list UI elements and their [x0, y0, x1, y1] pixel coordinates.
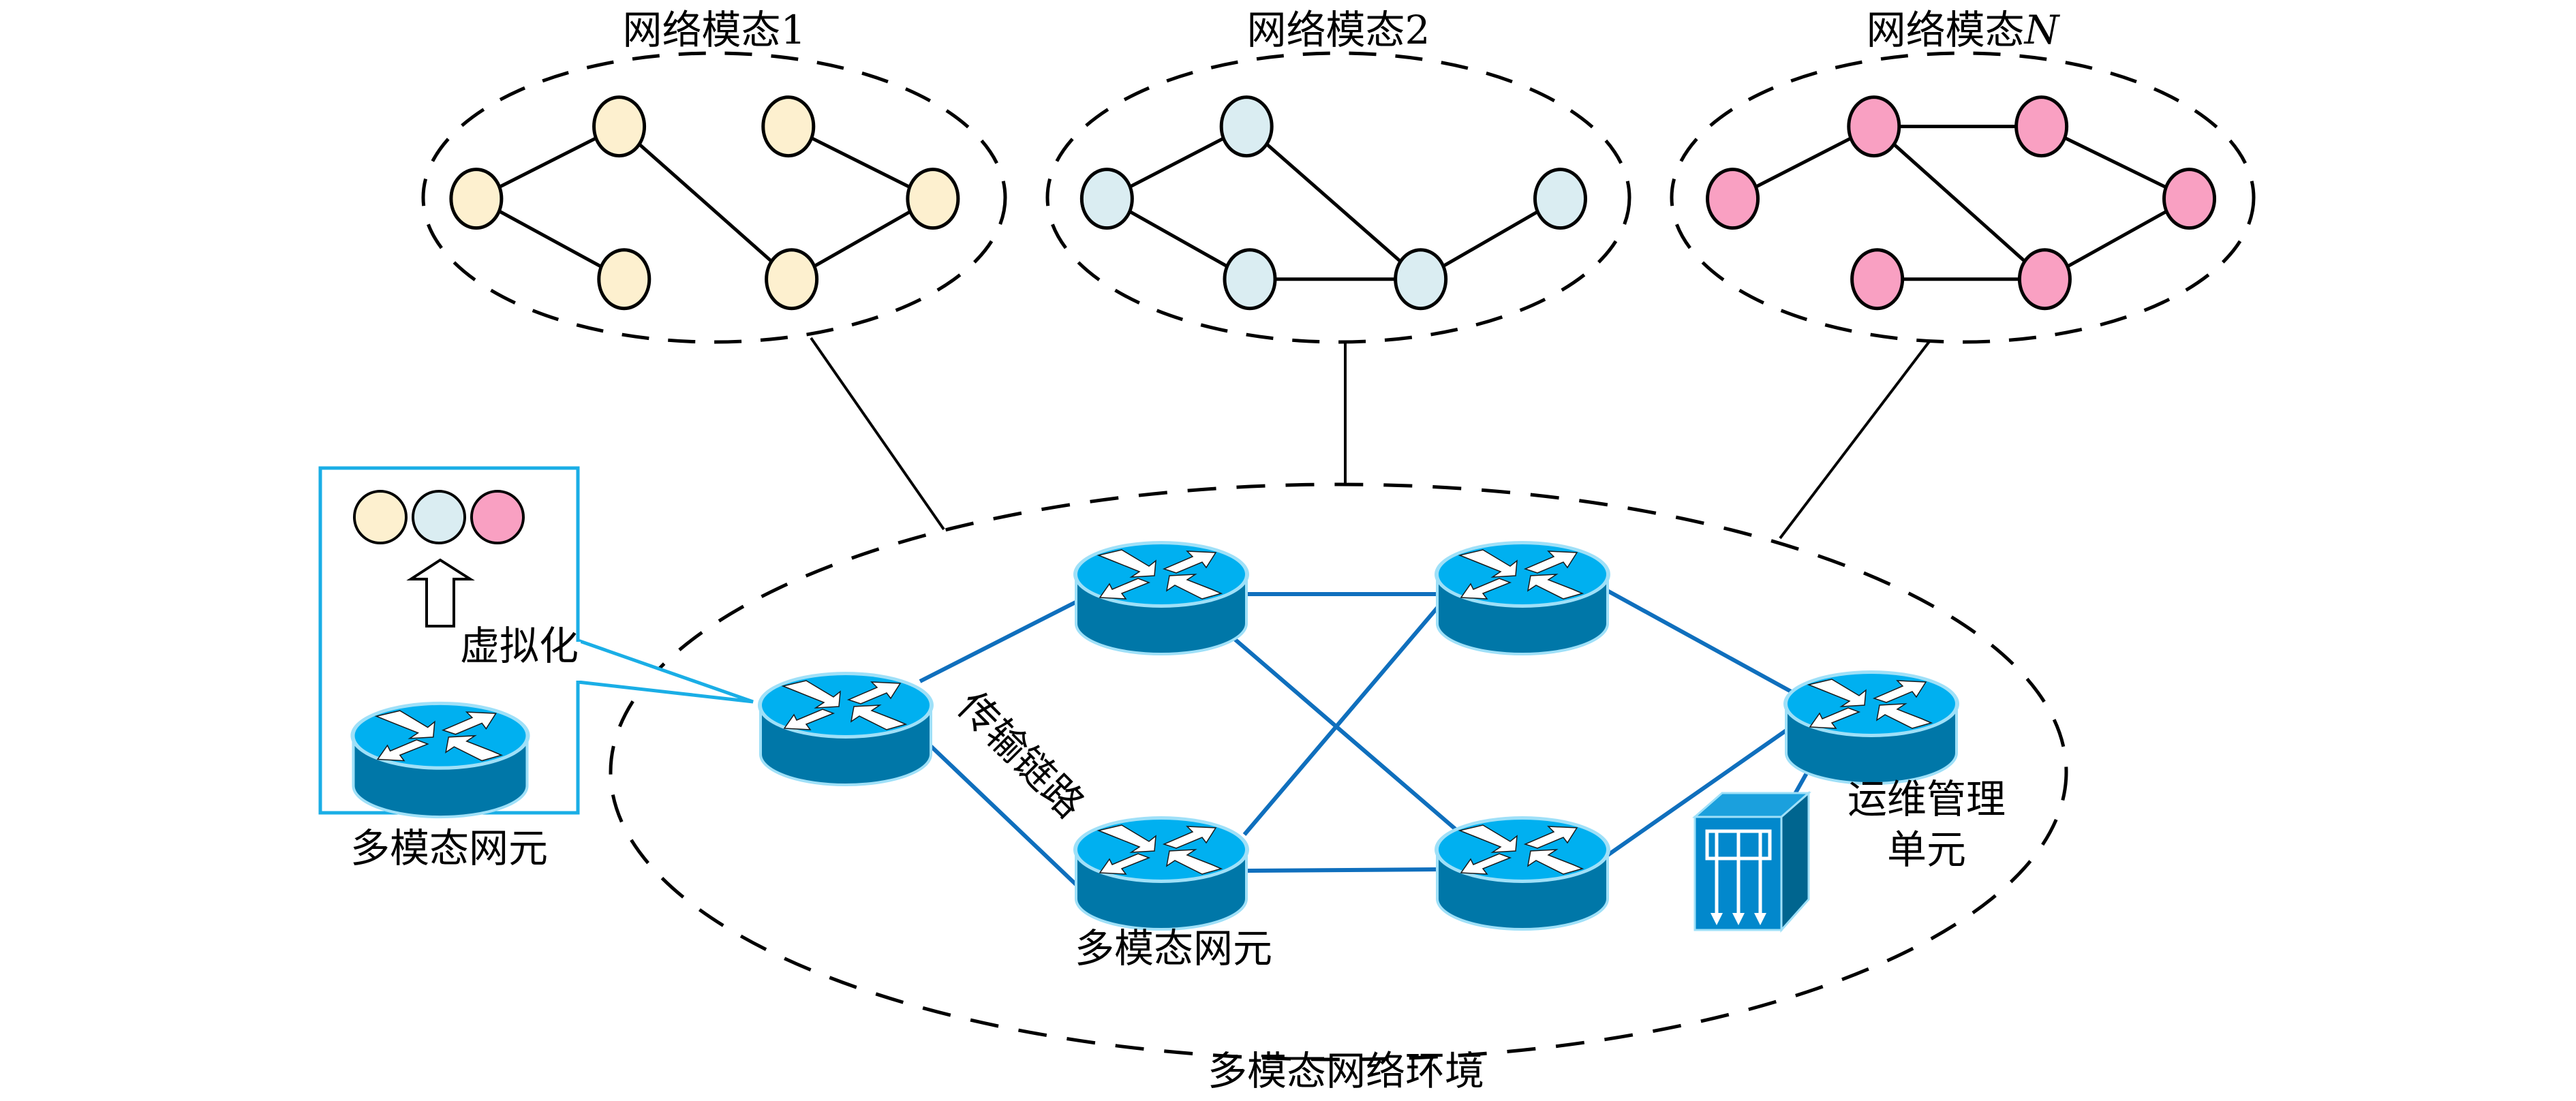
router-icon	[756, 670, 935, 786]
network-environment-boundary	[609, 482, 2068, 1061]
router-icon	[1072, 815, 1251, 931]
modality-title: 网络模态1	[623, 7, 806, 53]
inset-node-modality-n	[470, 490, 525, 544]
router-icon	[1072, 540, 1251, 655]
router-icon	[1782, 669, 1961, 785]
modality-node	[2017, 248, 2072, 311]
modality-node	[592, 95, 647, 158]
modality-node	[765, 248, 819, 311]
transmission-link	[1242, 602, 1443, 836]
modality-node	[906, 168, 960, 230]
modality-node	[761, 95, 816, 158]
connector-modality-1	[810, 337, 945, 531]
modality-edge	[617, 125, 793, 281]
modality-edge	[1245, 125, 1422, 281]
modality-node	[1706, 168, 1760, 230]
modality-node	[1850, 248, 1905, 311]
connector-modality-n	[1779, 339, 1931, 540]
inset-callout: 虚拟化 多模态网元	[318, 466, 754, 871]
modality-group-3: 网络模态N	[1670, 7, 2256, 344]
modality-group-1: 网络模态1	[421, 7, 1007, 344]
mgmt-label-line2: 单元	[1887, 826, 1966, 873]
modalities-layer: 网络模态1 网络模态2 网络模态N	[421, 7, 2256, 344]
callout-pointer	[577, 638, 754, 704]
modality-boundary	[1670, 51, 2256, 344]
link-label: 传输链路	[949, 683, 1093, 827]
router-icon	[1433, 815, 1612, 931]
links-layer	[918, 587, 1818, 891]
modality-node	[1847, 95, 1901, 158]
modality-boundary	[1045, 51, 1631, 344]
modality-title: 网络模态2	[1247, 7, 1430, 53]
modality-group-2: 网络模态2	[1045, 7, 1631, 344]
transmission-link	[1225, 630, 1458, 832]
inset-node-modality-2	[412, 490, 466, 544]
router-icon	[1433, 540, 1612, 655]
virtualization-label: 虚拟化	[460, 623, 579, 669]
modality-node	[2162, 168, 2217, 230]
transmission-link	[1604, 587, 1794, 694]
modality-node	[597, 248, 651, 311]
modality-node	[449, 168, 504, 230]
inset-router-icon	[350, 702, 530, 817]
network-environment-title: 多模态网络环境	[1208, 1048, 1484, 1094]
mgmt-label-line1: 运维管理	[1847, 776, 2006, 822]
modality-node	[1223, 248, 1277, 311]
transmission-link	[919, 598, 1082, 683]
inset-node-modality-1	[353, 490, 408, 544]
modality-node	[1533, 168, 1587, 230]
modality-node	[1079, 168, 1134, 230]
modality-node	[1219, 95, 1274, 158]
modality-connectors	[810, 337, 1931, 540]
modality-edge	[475, 197, 625, 281]
modality-node	[2014, 95, 2069, 158]
management-unit-icon	[1692, 790, 1811, 933]
modality-title: 网络模态N	[1867, 7, 2061, 53]
transmission-link	[1246, 867, 1442, 873]
inset-element-label: 多模态网元	[350, 825, 548, 871]
router-label: 多模态网元	[1075, 925, 1272, 972]
transmission-link	[918, 734, 1083, 891]
modality-boundary	[421, 51, 1007, 344]
modality-edge	[1873, 125, 2046, 281]
virtualization-arrow-icon	[406, 558, 475, 627]
transmission-link	[1604, 727, 1790, 859]
modality-node	[1394, 248, 1448, 311]
